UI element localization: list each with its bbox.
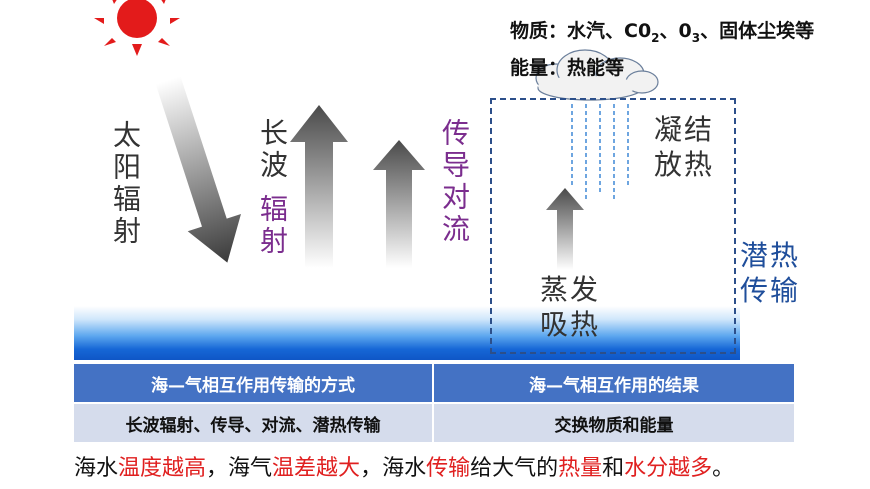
- summary-sentence: 海水温度越高，海气温差越大，海水传输给大气的热量和水分越多。: [74, 456, 735, 481]
- label-conduction-convection: 传导对流: [438, 118, 471, 246]
- label-longwave: 长波: [256, 118, 289, 182]
- label-latent-heat: 潜热 传输: [740, 239, 801, 307]
- label-evaporation: 蒸发 吸热: [540, 273, 601, 341]
- convection-arrow: [373, 140, 425, 268]
- cloud-icon: [535, 49, 659, 101]
- table-row: 长波辐射、传导、对流、潜热传输 交换物质和能量: [74, 404, 794, 442]
- solar-arrow: [155, 75, 241, 263]
- longwave-arrow: [290, 105, 348, 268]
- exchange-info: 物质：水汽、C02、03、固体尘埃等 能量：热能等: [510, 16, 814, 83]
- latent-heat-box: [490, 98, 736, 354]
- label-solar-radiation: 太阳辐射: [109, 120, 142, 248]
- matter-line: 物质：水汽、C02、03、固体尘埃等: [510, 20, 815, 45]
- sun-icon: [94, 0, 180, 56]
- table-header-result: 海—气相互作用的结果: [434, 364, 794, 402]
- evaporation-arrow: [546, 188, 584, 270]
- table-cell-result: 交换物质和能量: [434, 404, 794, 442]
- interaction-table: 海—气相互作用传输的方式 海—气相互作用的结果 长波辐射、传导、对流、潜热传输 …: [74, 364, 794, 442]
- ocean-surface: [74, 306, 740, 360]
- label-condensation: 凝结 放热: [654, 113, 715, 181]
- label-radiation: 辐射: [256, 194, 289, 258]
- rain-lines: [571, 104, 629, 200]
- table-header-row: 海—气相互作用传输的方式 海—气相互作用的结果: [74, 364, 794, 404]
- table-cell-method: 长波辐射、传导、对流、潜热传输: [74, 404, 434, 442]
- table-header-method: 海—气相互作用传输的方式: [74, 364, 434, 402]
- energy-line: 能量：热能等: [510, 56, 625, 79]
